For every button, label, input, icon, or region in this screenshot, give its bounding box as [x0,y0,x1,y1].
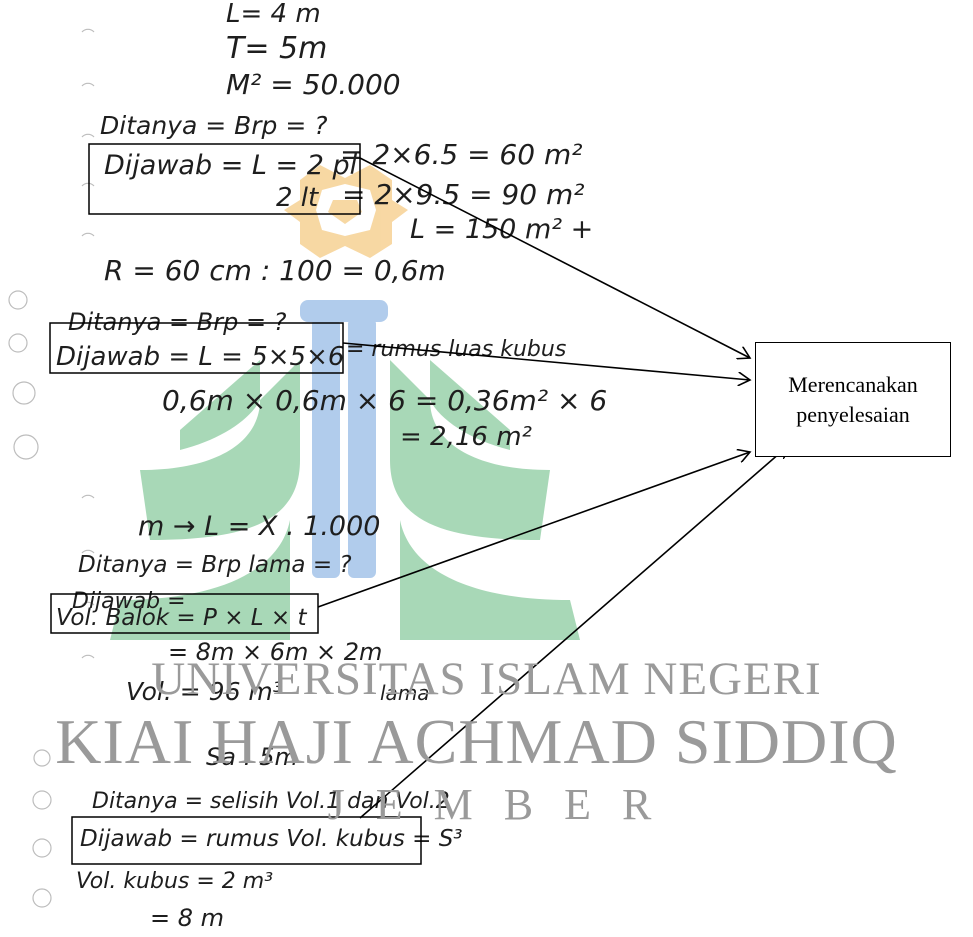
target-label-line1: Merencanakan [788,370,917,400]
target-label-line2: penyelesaian [796,400,910,430]
note-line: 0,6m × 0,6m × 6 = 0,36m² × 6 [162,384,607,417]
note-line: Ditanya = Brp lama = ? [78,552,352,578]
watermark-city: J E M B E R [8,779,973,830]
watermark-name: KIAI HAJI ACHMAD SIDDIQ [0,705,963,779]
note-line: Vol. kubus = 2 m³ [76,869,273,894]
note-line: T= 5m [226,31,327,66]
note-line: = 8 m [150,904,224,932]
note-line: Dijawab = L = 2 pl [104,150,358,181]
note-line: Vol. Balok = P × L × t [56,605,307,631]
note-line: Ditanya = Brp = ? [68,308,287,336]
note-line: = 2×9.5 = 90 m² [342,178,584,211]
note-line: Ditanya = Brp = ? [100,111,328,140]
note-line: = 2,16 m² [400,422,532,452]
note-line: Dijawab = L = 5×5×6 [56,342,344,372]
note-line: L= 4 m [226,0,321,29]
note-line: m → L = X . 1.000 [138,511,380,542]
note-line: L = 150 m² + [410,214,593,245]
note-line: 2 lt [276,183,319,213]
note-line: = rumus luas kubus [346,337,566,362]
target-box: Merencanakan penyelesaian [755,342,951,457]
watermark-university: UNIVERSITAS ISLAM NEGERI [0,652,973,706]
note-line: M² = 50.000 [226,68,401,101]
note-line: R = 60 cm : 100 = 0,6m [104,254,446,287]
